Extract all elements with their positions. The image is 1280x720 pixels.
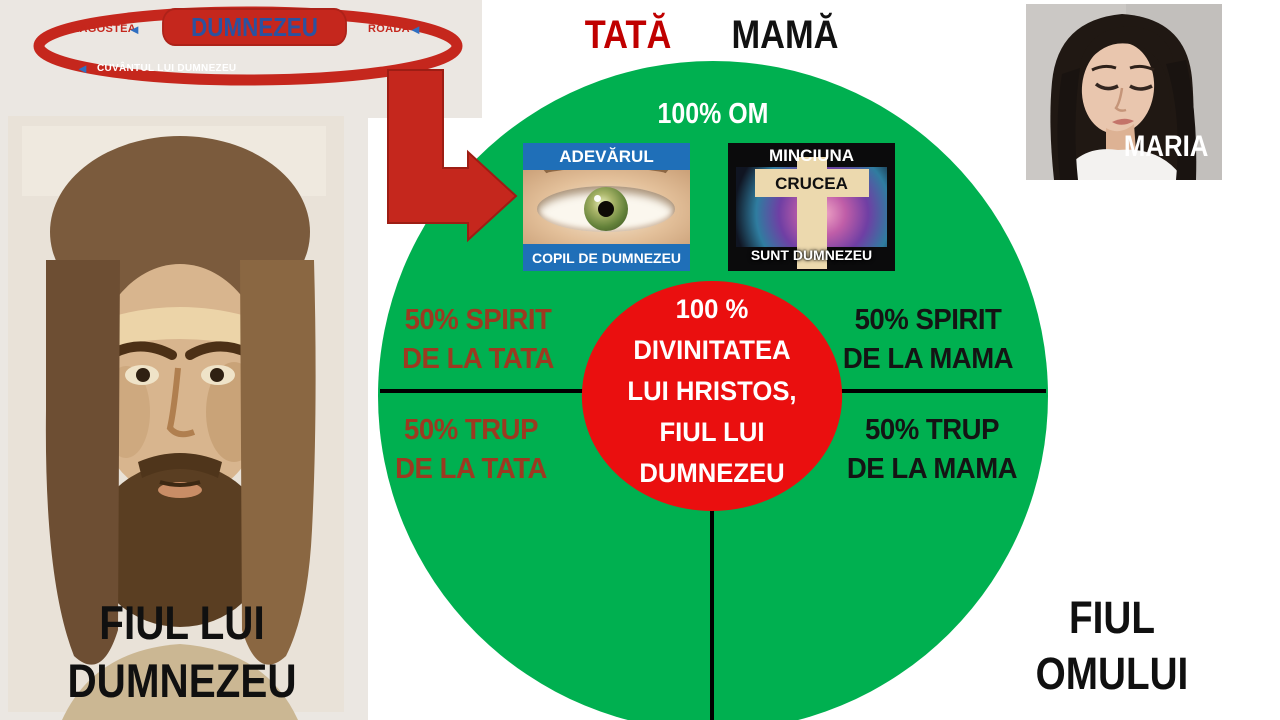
caption-line: FIUL LUI bbox=[99, 596, 265, 649]
lips bbox=[1112, 118, 1134, 125]
pupil bbox=[598, 201, 614, 217]
mother-header: MAMĂ bbox=[731, 13, 839, 57]
cross-icon-arm bbox=[755, 169, 869, 197]
caption-line: OMULUI bbox=[1035, 648, 1189, 699]
lie-card-caption: SUNT DUMNEZEU bbox=[750, 247, 873, 263]
jesus-watercolor-portrait bbox=[8, 116, 344, 720]
cross-label: CRUCEA bbox=[775, 174, 848, 193]
truth-card-title: ADEVĂRUL bbox=[523, 143, 690, 170]
nose bbox=[166, 367, 196, 438]
truth-card: ADEVĂRUL COPIL DE DUMNEZEU bbox=[523, 143, 690, 271]
divinity-line: DUMNEZEU bbox=[639, 458, 785, 488]
divinity-line: DIVINITATEA bbox=[633, 335, 791, 365]
closed-eye bbox=[1094, 82, 1119, 91]
divinity-line: LUI HRISTOS, bbox=[627, 376, 797, 406]
blouse bbox=[1060, 149, 1184, 180]
vertical-divider-line bbox=[710, 498, 714, 720]
father-header: TATĂ bbox=[584, 13, 672, 57]
hair bbox=[45, 260, 120, 665]
maria-name-label: MARIA bbox=[1123, 130, 1209, 163]
quadrant-trup-tata: 50% TRUP DE LA TATA bbox=[395, 414, 547, 485]
flow-arrow-icon: ◄ bbox=[409, 22, 422, 37]
mustache bbox=[138, 453, 222, 478]
god-label: DUMNEZEU bbox=[162, 8, 347, 46]
eye-highlight bbox=[594, 195, 601, 202]
neck bbox=[1106, 124, 1136, 157]
cycle-label-roada: ROADĂ bbox=[368, 23, 410, 35]
eyebrow bbox=[1091, 64, 1117, 72]
caption-line: FIUL bbox=[1069, 592, 1155, 643]
iris bbox=[584, 187, 628, 231]
quadrant-spirit-mama: 50% SPIRIT DE LA MAMA bbox=[842, 304, 1014, 375]
divinity-line: 100 % bbox=[675, 294, 749, 324]
shoulders bbox=[62, 644, 298, 720]
caption-line: DUMNEZEU bbox=[67, 654, 297, 707]
eye-icon bbox=[537, 186, 675, 232]
quadrant-spirit-tata: 50% SPIRIT DE LA TATA bbox=[402, 304, 554, 375]
quadrant-trup-mama: 50% TRUP DE LA MAMA bbox=[846, 414, 1018, 485]
cycle-label-cuvantul: CUVÂNTUL LUI DUMNEZEU bbox=[97, 63, 237, 74]
caption-son-of-man: FIUL OMULUI bbox=[1017, 590, 1206, 702]
nose bbox=[1114, 87, 1127, 112]
eye-photo bbox=[523, 170, 690, 244]
circle-top-label: 100% OM bbox=[657, 98, 769, 130]
flow-arrow-icon: ◄ bbox=[128, 22, 141, 37]
maria-photo bbox=[1026, 4, 1222, 180]
hair bbox=[240, 260, 316, 665]
beard bbox=[92, 463, 268, 627]
flow-arrow-icon: ◄ bbox=[76, 61, 89, 76]
lie-card: MINCIUNA CRUCEA SUNT DUMNEZEU bbox=[728, 143, 895, 271]
closed-eye bbox=[1129, 84, 1153, 91]
truth-card-caption: COPIL DE DUMNEZEU bbox=[523, 244, 690, 271]
eyebrow bbox=[1129, 64, 1155, 72]
divinity-line: FIUL LUI bbox=[659, 417, 765, 447]
lie-card-title: MINCIUNA bbox=[769, 146, 854, 165]
caption-son-of-god: FIUL LUI DUMNEZEU bbox=[36, 594, 328, 710]
cycle-label-dragostea: DRAGOSTEA bbox=[63, 23, 136, 35]
face bbox=[1081, 42, 1155, 134]
divinity-ellipse: 100 % DIVINITATEA LUI HRISTOS, FIUL LUI … bbox=[581, 281, 843, 511]
